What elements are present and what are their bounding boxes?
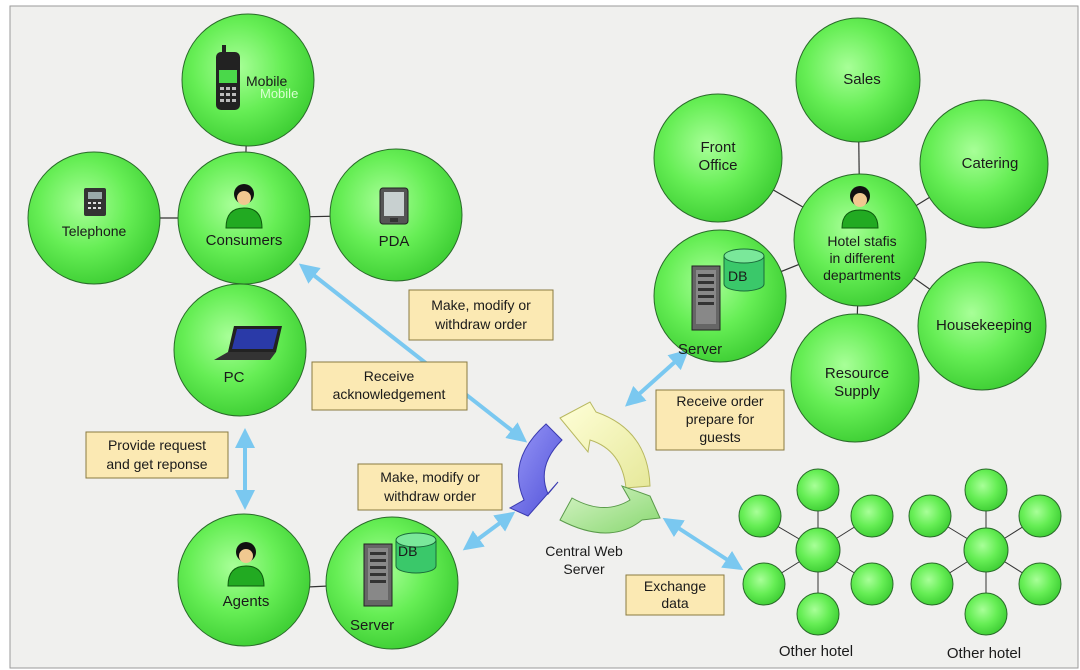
- front-office-label-line2: Office: [699, 157, 738, 174]
- resource-supply-line2: Supply: [834, 383, 880, 400]
- node-agents: Agents: [177, 513, 311, 647]
- svg-text:acknowledgement: acknowledgement: [333, 386, 446, 402]
- arrow-consumers-central: [298, 263, 528, 443]
- node-server-right: DB Server: [653, 229, 787, 363]
- node-resource-supply: Resource Supply: [790, 313, 920, 443]
- server-right-label: Server: [678, 341, 722, 358]
- other-hotel-2-label: Other hotel: [947, 645, 1021, 662]
- svg-text:Exchange: Exchange: [644, 578, 706, 594]
- other-hotel-1-label: Other hotel: [779, 643, 853, 660]
- node-sales: Sales: [795, 17, 921, 143]
- arrow-hotel-server-central: [625, 349, 689, 407]
- other-hotel-cluster-1: Other hotel: [738, 468, 894, 660]
- telephone-label: Telephone: [62, 223, 127, 239]
- svg-text:Provide request: Provide request: [108, 437, 206, 453]
- node-pc: PC: [173, 283, 307, 417]
- cycle-arrows-icon: [508, 401, 661, 534]
- arrow-central-other-hotels: [662, 517, 744, 571]
- resource-supply-line1: Resource: [825, 365, 889, 382]
- server-right-db-label: DB: [728, 268, 747, 284]
- telephone-icon: [84, 188, 106, 216]
- note-receive-acknowledgement: Receive acknowledgement: [311, 361, 468, 411]
- node-telephone: Telephone: [27, 151, 161, 285]
- mobile-phone-icon: [216, 45, 240, 110]
- pda-label: PDA: [379, 233, 410, 250]
- server-icon: [363, 543, 393, 607]
- node-central-web-server: Central Web Server: [508, 401, 661, 577]
- svg-text:guests: guests: [699, 429, 740, 445]
- note-make-modify-top: Make, modify or withdraw order: [408, 289, 554, 341]
- hotel-staff-line3: departments: [823, 267, 901, 283]
- server-left-db-label: DB: [398, 543, 417, 559]
- note-exchange-data: Exchange data: [625, 574, 725, 616]
- node-pda: PDA: [329, 148, 463, 282]
- node-consumers: Consumers: [177, 151, 311, 285]
- sales-label: Sales: [843, 71, 881, 88]
- consumers-label: Consumers: [206, 232, 283, 249]
- pc-label: PC: [224, 369, 245, 386]
- laptop-icon: [214, 326, 282, 360]
- svg-text:Make, modify or: Make, modify or: [431, 297, 531, 313]
- svg-text:Receive order: Receive order: [676, 393, 763, 409]
- node-front-office: Front Office: [653, 93, 783, 223]
- node-hotel-staff: Hotel stafis in different departments: [793, 173, 927, 307]
- note-provide-request: Provide request and get reponse: [85, 431, 229, 479]
- person-icon: [227, 542, 265, 587]
- central-label-line2: Server: [563, 561, 605, 577]
- note-make-modify-bottom: Make, modify or withdraw order: [357, 463, 503, 511]
- note-receive-order: Receive order prepare for guests: [655, 389, 785, 451]
- front-office-label-line1: Front: [700, 139, 736, 156]
- node-mobile: Mobile Mobile: [181, 13, 315, 147]
- central-label-line1: Central Web: [545, 543, 623, 559]
- svg-text:prepare for: prepare for: [686, 411, 755, 427]
- hotel-staff-line1: Hotel stafis: [827, 233, 896, 249]
- other-hotel-cluster-2: Other hotel: [908, 468, 1062, 662]
- svg-text:Make, modify or: Make, modify or: [380, 469, 480, 485]
- server-left-label: Server: [350, 617, 394, 634]
- svg-text:withdraw order: withdraw order: [383, 488, 476, 504]
- database-icon: [723, 248, 765, 292]
- catering-label: Catering: [962, 155, 1019, 172]
- person-icon: [841, 186, 879, 229]
- svg-text:withdraw order: withdraw order: [434, 316, 527, 332]
- node-catering: Catering: [919, 99, 1049, 229]
- svg-text:Receive: Receive: [364, 368, 415, 384]
- hotel-staff-line2: in different: [829, 250, 894, 266]
- node-server-left: DB Server: [325, 516, 459, 650]
- svg-text:data: data: [661, 595, 688, 611]
- agents-label: Agents: [223, 593, 270, 610]
- housekeeping-label: Housekeeping: [936, 317, 1032, 334]
- server-icon: [691, 265, 721, 331]
- person-icon: [225, 184, 263, 229]
- svg-text:and get reponse: and get reponse: [106, 456, 207, 472]
- data-flow-arrows: [235, 263, 744, 571]
- mobile-ghost-label: Mobile: [260, 86, 298, 101]
- mobile-label: Mobile: [246, 73, 287, 89]
- pda-icon: [379, 187, 409, 225]
- node-housekeeping: Housekeeping: [917, 261, 1047, 391]
- arrow-server-central: [462, 511, 516, 551]
- database-icon: [395, 532, 437, 574]
